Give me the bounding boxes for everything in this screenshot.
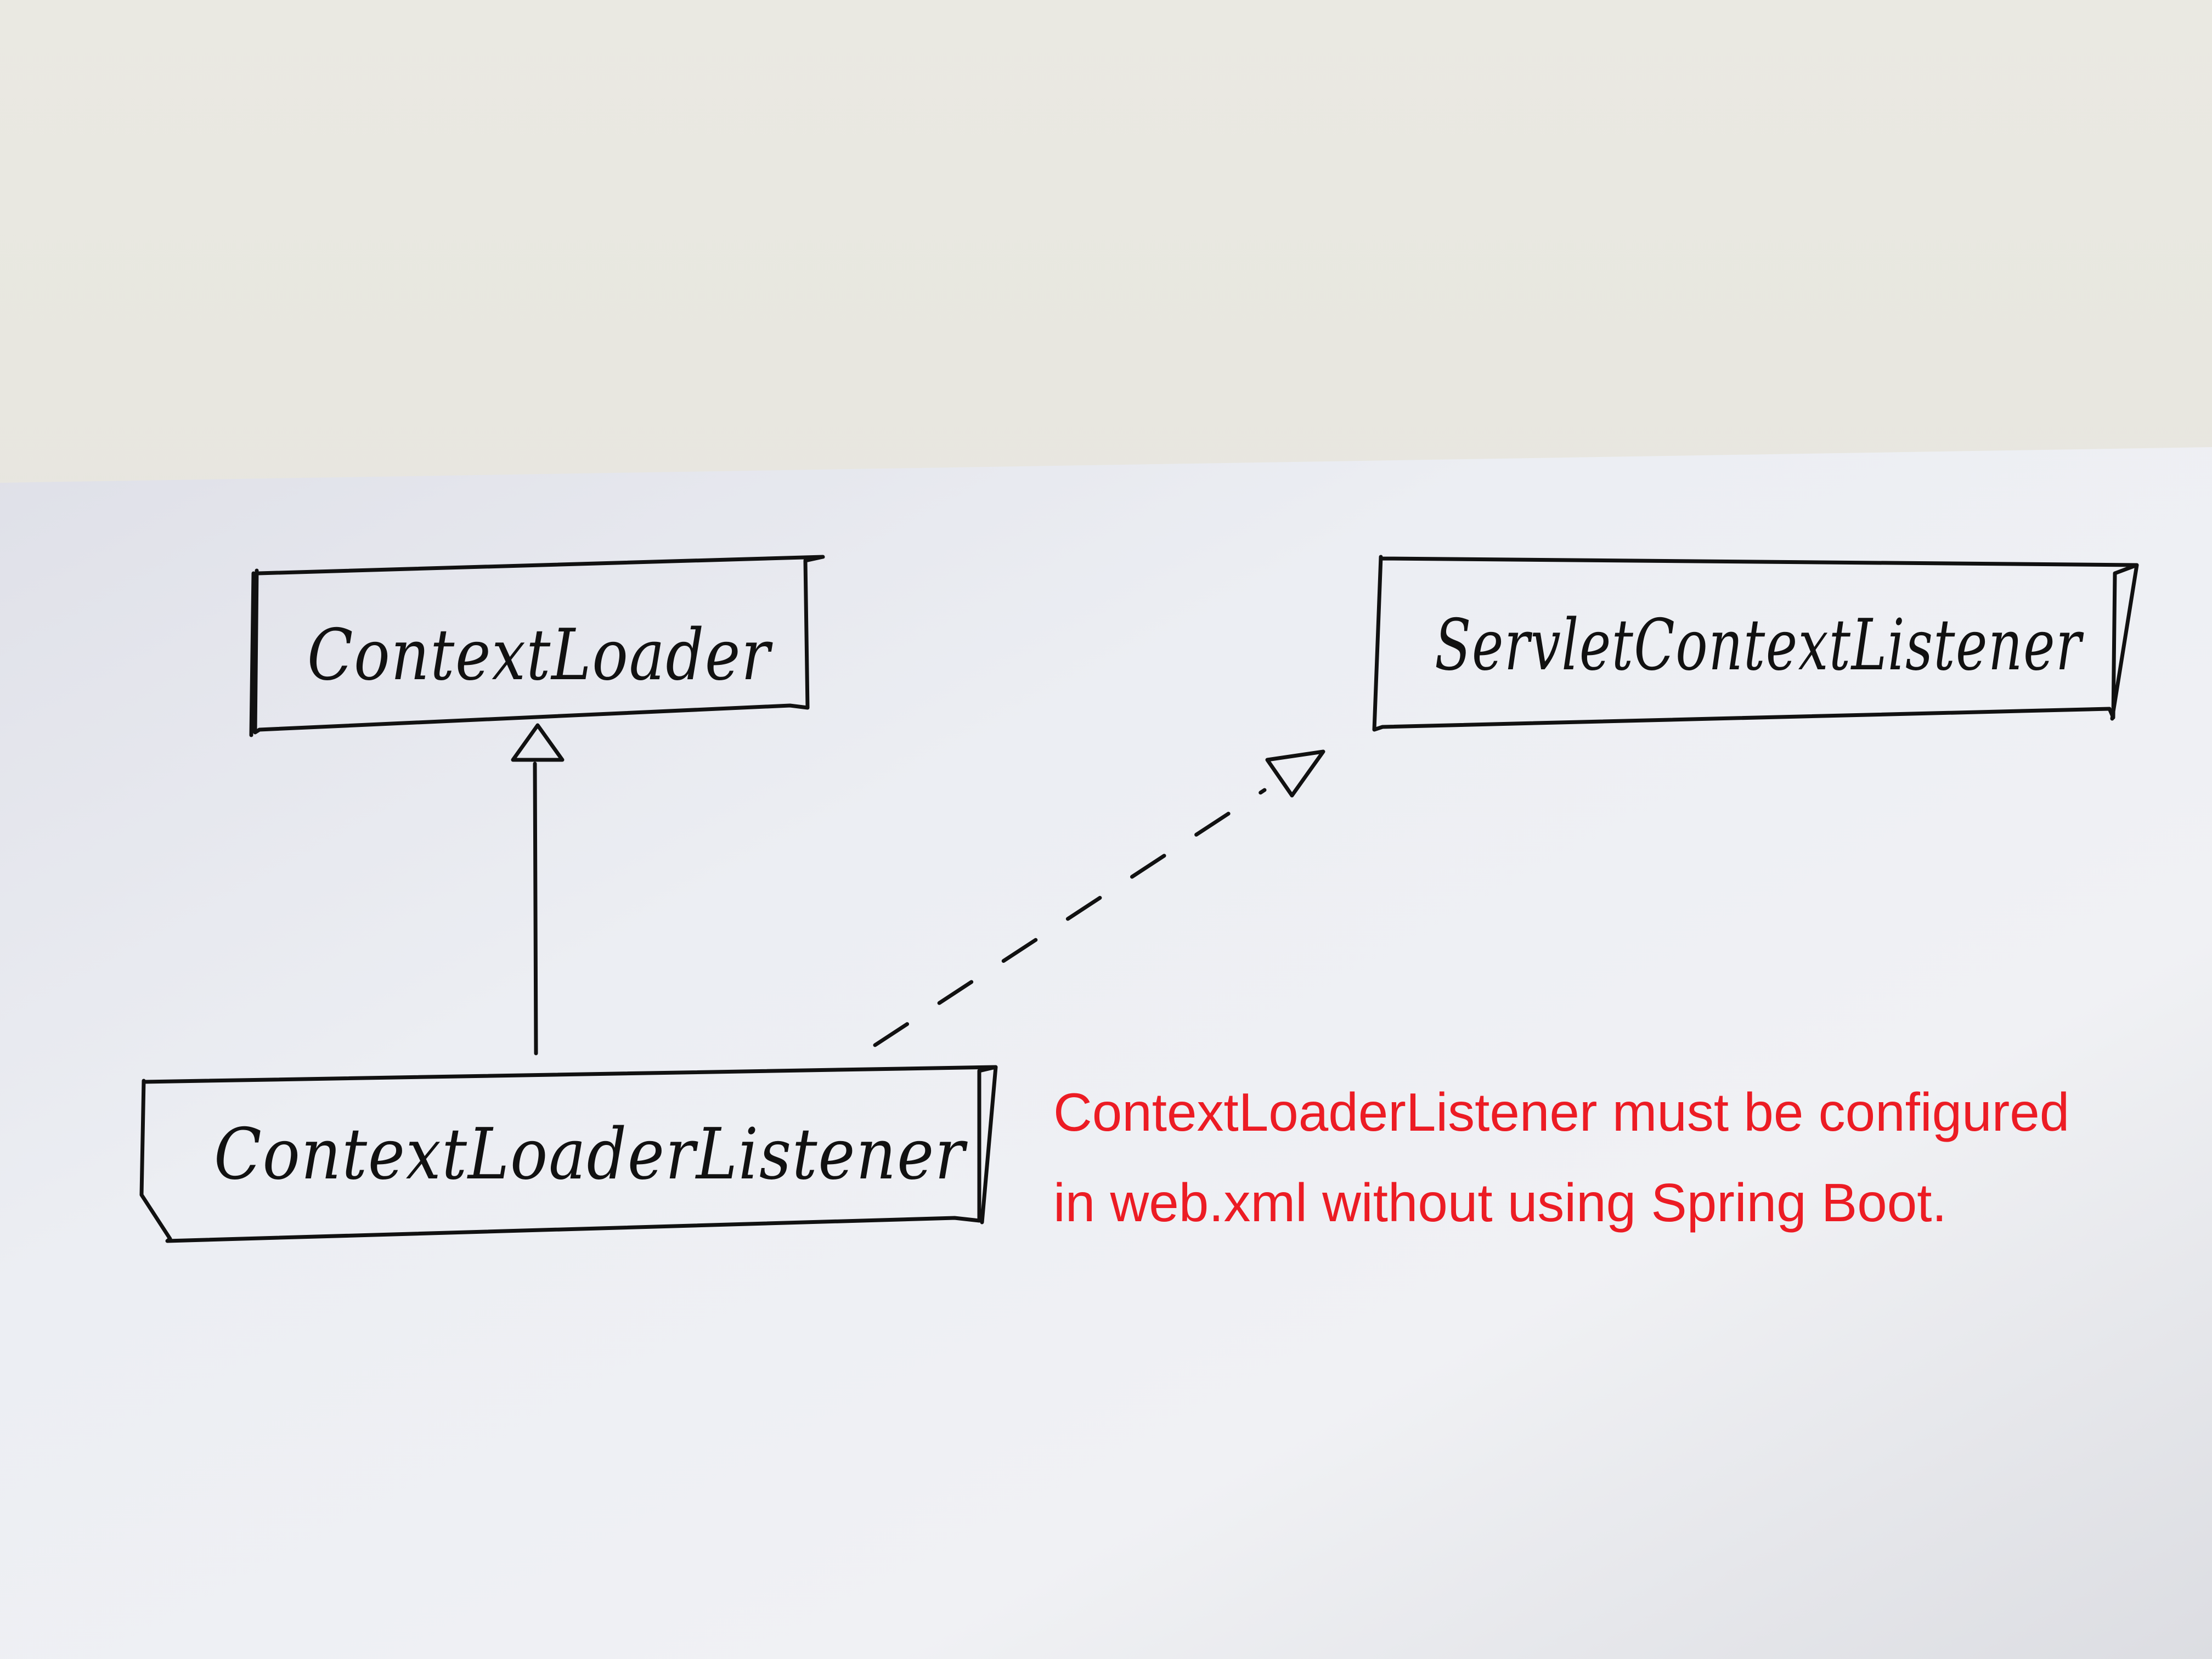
servlet-context-listener-box <box>1372 555 2139 732</box>
context-loader-listener-label: ContextLoaderListener <box>214 1114 968 1195</box>
servlet-context-listener-label: ServletContextListener <box>1435 605 2084 686</box>
annotation-note-line-1: ContextLoaderListener must be configured <box>1053 1082 2070 1142</box>
annotation-note-line-2: in web.xml without using Spring Boot. <box>1053 1172 1947 1233</box>
realization-line <box>873 788 1267 1047</box>
annotation-note: ContextLoaderListener must be configured… <box>1053 1067 2183 1248</box>
inheritance-arrowhead <box>511 723 565 762</box>
realization-arrowhead <box>1265 749 1325 798</box>
context-loader-listener-box <box>139 1065 998 1243</box>
context-loader-label: ContextLoader <box>307 614 773 696</box>
context-loader-box <box>249 555 825 737</box>
inheritance-line <box>533 761 538 1056</box>
